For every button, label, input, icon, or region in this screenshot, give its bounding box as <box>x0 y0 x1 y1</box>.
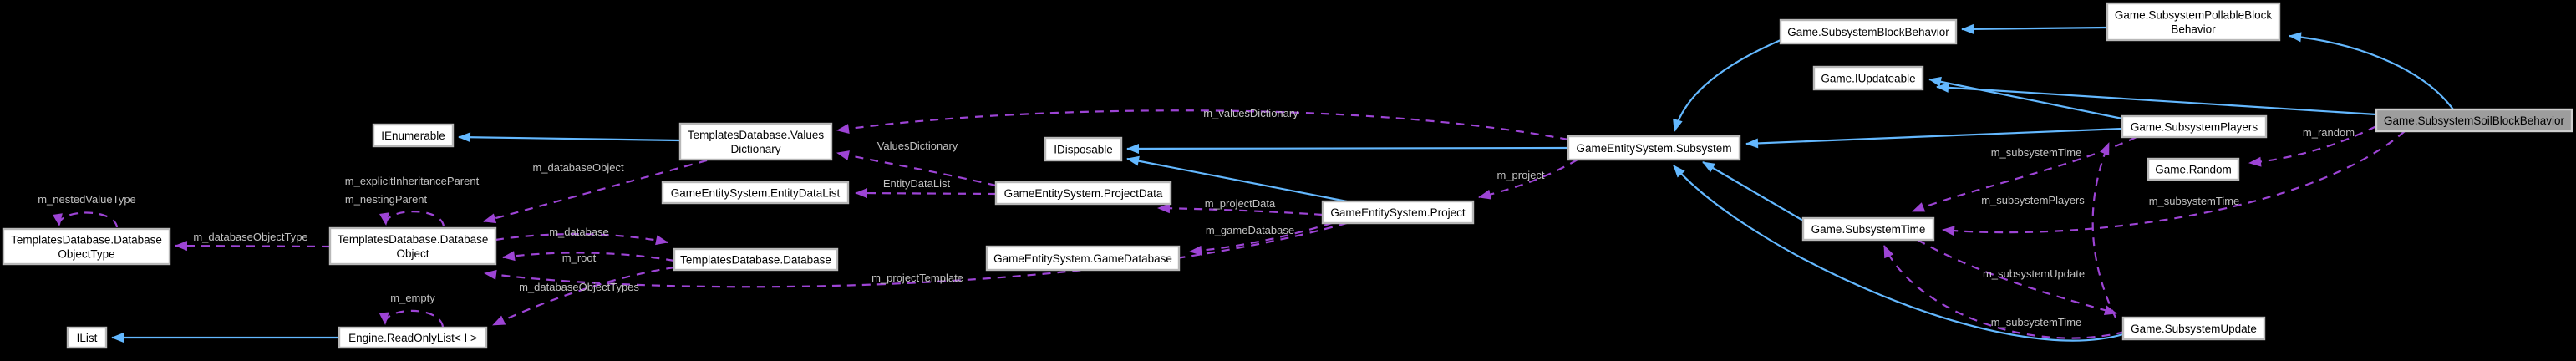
node-subsystem[interactable]: GameEntitySystem.Subsystem <box>1567 135 1741 161</box>
node-blockbehavior[interactable]: Game.SubsystemBlockBehavior <box>1779 18 1958 45</box>
edge-project-to-idisposable <box>1126 155 1348 203</box>
node-ilist[interactable]: IList <box>66 326 108 349</box>
edge-label: m_root <box>562 252 597 264</box>
edge-label: m_subsystemPlayers <box>1981 194 2085 206</box>
edge-label: m_empty <box>390 292 435 304</box>
edge-readonlylist-to-readonlylist <box>379 309 445 328</box>
node-iupdateable[interactable]: Game.IUpdateable <box>1812 65 1924 91</box>
edge-subsystemupdate-to-subsystemtime <box>1882 245 2126 339</box>
edge-label: m_databaseObject <box>532 161 624 174</box>
node-label: GameEntitySystem.Project <box>1330 206 1466 219</box>
node-database[interactable]: TemplatesDatabase.Database <box>673 247 839 272</box>
edge-label: EntityDataList <box>883 177 951 190</box>
node-projectdata[interactable]: GameEntitySystem.ProjectData <box>994 180 1172 206</box>
edge-label: m_projectData <box>1205 197 1276 210</box>
node-subsystemtime[interactable]: Game.SubsystemTime <box>1801 216 1935 242</box>
node-label: IList <box>77 332 98 344</box>
edge-label: m_databaseObjectTypes <box>519 281 639 293</box>
node-label: GameEntitySystem.EntityDataList <box>671 186 841 199</box>
edge-valuesdictionary-to-ienumerable <box>458 132 681 143</box>
edge-label: m_valuesDictionary <box>1203 107 1298 119</box>
edge-label: m_nestingParent <box>345 193 428 206</box>
edge-label: m_gameDatabase <box>1206 224 1294 236</box>
node-label: Game.IUpdateable <box>1821 72 1915 84</box>
node-idisposable[interactable]: IDisposable <box>1044 136 1123 162</box>
edge-dbobject-to-dbobjecttype <box>175 241 331 252</box>
node-random[interactable]: Game.Random <box>2147 157 2240 181</box>
node-label: GameEntitySystem.GameDatabase <box>993 252 1172 265</box>
edge-label: m_nestedValueType <box>38 193 136 206</box>
edge-soil-to-random <box>2248 125 2377 167</box>
node-subsystemupdate[interactable]: Game.SubsystemUpdate <box>2121 316 2266 341</box>
node-label: Game.SubsystemUpdate <box>2131 323 2257 335</box>
edge-projectdata-to-valuesdictionary <box>836 150 997 187</box>
edge-label: m_projectTemplate <box>871 272 963 284</box>
edge-project-to-dbobject <box>484 221 1348 288</box>
edge-blockbehavior-to-subsystem <box>1673 38 1781 132</box>
edge-label: m_databaseObjectType <box>193 231 307 243</box>
edge-players-to-subsystemtime <box>1912 136 2137 213</box>
node-entitydatalist[interactable]: GameEntitySystem.EntityDataList <box>661 180 850 205</box>
node-label: IDisposable <box>1054 143 1113 155</box>
node-label: TemplatesDatabase.Database <box>680 253 831 266</box>
edge-label: m_project <box>1496 169 1544 181</box>
node-players[interactable]: Game.SubsystemPlayers <box>2121 114 2268 139</box>
edge-dbobjecttype-to-dbobjecttype <box>53 211 119 228</box>
node-label: Game.SubsystemBlockBehavior <box>1787 26 1949 38</box>
edge-label: m_subsystemTime <box>1991 146 2082 159</box>
node-label: GameEntitySystem.ProjectData <box>1004 187 1163 200</box>
node-label: Engine.ReadOnlyList< I > <box>348 332 477 344</box>
edge-label: m_subsystemUpdate <box>1983 267 2085 280</box>
node-label: Game.SubsystemPlayers <box>2131 120 2258 133</box>
edge-players-to-subsystem <box>1745 127 2123 149</box>
edge-dbobject-to-dbobject <box>379 211 445 227</box>
edge-soil-to-pollable <box>2289 32 2454 110</box>
edge-subsystem-to-valuesdictionary <box>836 109 1569 141</box>
edge-project-to-projectdata <box>1157 203 1324 216</box>
edge-subsystem-to-project <box>1478 159 1578 200</box>
edge-pollable-to-blockbehavior <box>1961 23 2108 34</box>
edge-label: m_subsystemTime <box>2149 195 2240 207</box>
node-label: Game.Random <box>2155 163 2232 175</box>
node-label: Game.SubsystemTime <box>1811 223 1926 236</box>
edge-database-to-dbobject <box>502 251 675 262</box>
edge-subsystemtime-to-subsystem <box>1702 161 1804 221</box>
edge-label: m_explicitInheritanceParent <box>345 175 480 187</box>
edge-subsystem-to-idisposable <box>1126 143 1569 154</box>
edge-project-to-gamedatabase <box>1189 221 1333 256</box>
edge-label: m_random <box>2303 126 2355 139</box>
node-label: IEnumerable <box>381 130 445 142</box>
node-gamedatabase[interactable]: GameEntitySystem.GameDatabase <box>985 245 1181 272</box>
node-ienumerable[interactable]: IEnumerable <box>372 123 455 148</box>
edge-subsystemupdate-to-subsystem <box>1673 165 2124 342</box>
node-soil[interactable]: Game.SubsystemSoilBlockBehavior <box>2375 108 2573 133</box>
edge-label: m_database <box>549 226 609 238</box>
node-label: GameEntitySystem.Subsystem <box>1576 142 1731 155</box>
node-label: Game.SubsystemSoilBlockBehavior <box>2384 114 2565 127</box>
edge-label: ValuesDictionary <box>877 140 958 152</box>
edge-database-to-readonlylist <box>492 266 675 326</box>
edge-soil-to-iupdateable <box>1936 82 2377 116</box>
node-project[interactable]: GameEntitySystem.Project <box>1321 200 1475 225</box>
edge-label: m_subsystemTime <box>1991 316 2082 328</box>
node-readonlylist[interactable]: Engine.ReadOnlyList< I > <box>338 326 488 349</box>
edge-players-to-iupdateable <box>1928 76 2123 120</box>
edge-dbobject-to-database <box>495 233 668 246</box>
